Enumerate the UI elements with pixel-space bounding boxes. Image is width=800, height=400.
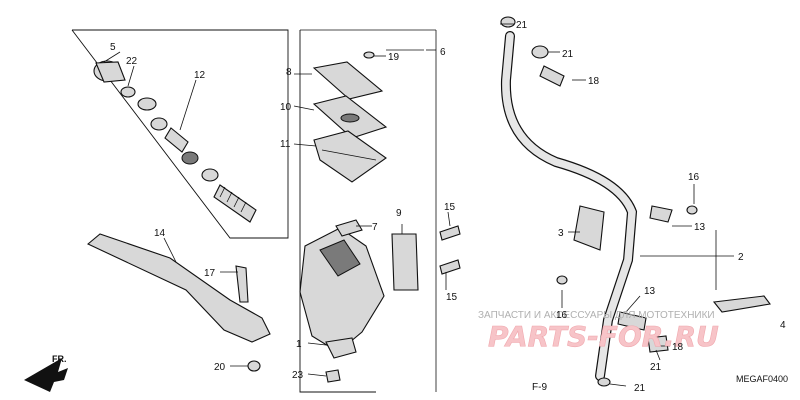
front-arrow-label: FR. bbox=[52, 354, 67, 364]
label-23: 23 bbox=[292, 370, 304, 381]
label-11: 11 bbox=[280, 139, 291, 150]
label-2: 2 bbox=[738, 252, 744, 263]
master-cylinder-body bbox=[299, 219, 461, 383]
diagram-code: MEGAF0400 bbox=[736, 374, 788, 384]
kit-6-outline bbox=[299, 30, 376, 393]
label-21-lower: 21 bbox=[650, 362, 662, 373]
label-7: 7 bbox=[372, 222, 378, 233]
label-21-bottom: 21 bbox=[634, 383, 646, 394]
label-6: 6 bbox=[440, 47, 446, 58]
label-19: 19 bbox=[388, 52, 400, 63]
label-10: 10 bbox=[280, 102, 292, 113]
label-3: 3 bbox=[558, 228, 564, 239]
label-13-lower: 13 bbox=[644, 286, 656, 297]
label-21-top: 21 bbox=[516, 20, 528, 31]
label-14: 14 bbox=[154, 228, 166, 239]
piston-kit-parts bbox=[93, 60, 257, 223]
label-5: 5 bbox=[110, 42, 116, 53]
label-18-top: 18 bbox=[588, 76, 600, 87]
label-4: 4 bbox=[780, 320, 786, 331]
label-20: 20 bbox=[214, 362, 226, 373]
brake-lever bbox=[86, 233, 271, 372]
part-labels: 5 22 12 8 10 11 19 6 7 9 15 15 1 23 14 1… bbox=[110, 20, 788, 394]
label-13-right: 13 bbox=[694, 222, 706, 233]
kit-12-outline bbox=[71, 29, 289, 239]
front-direction-arrow: FR. bbox=[24, 354, 68, 392]
label-16-right: 16 bbox=[688, 172, 700, 183]
label-17: 17 bbox=[204, 268, 216, 279]
section-ref: F-9 bbox=[532, 382, 547, 393]
label-18-lower: 18 bbox=[672, 342, 684, 353]
label-15-upper: 15 bbox=[444, 202, 456, 213]
label-12: 12 bbox=[194, 70, 206, 81]
watermark-logo: PARTS-FOR.RU bbox=[488, 320, 719, 353]
label-8: 8 bbox=[286, 67, 292, 78]
label-22: 22 bbox=[126, 56, 138, 67]
leader-lines bbox=[103, 23, 734, 387]
label-21-second: 21 bbox=[562, 49, 574, 60]
brake-hose bbox=[500, 16, 771, 387]
label-1: 1 bbox=[296, 339, 302, 350]
label-9: 9 bbox=[396, 208, 402, 219]
watermark: ЗАПЧАСТИ И АКСЕССУАРЫ ДЛЯ МОТОТЕХНИКИ PA… bbox=[478, 310, 719, 353]
watermark-caption: ЗАПЧАСТИ И АКСЕССУАРЫ ДЛЯ МОТОТЕХНИКИ bbox=[478, 310, 715, 321]
label-16-lower: 16 bbox=[556, 310, 568, 321]
label-15-lower: 15 bbox=[446, 292, 458, 303]
reservoir-cap-parts bbox=[312, 51, 388, 183]
